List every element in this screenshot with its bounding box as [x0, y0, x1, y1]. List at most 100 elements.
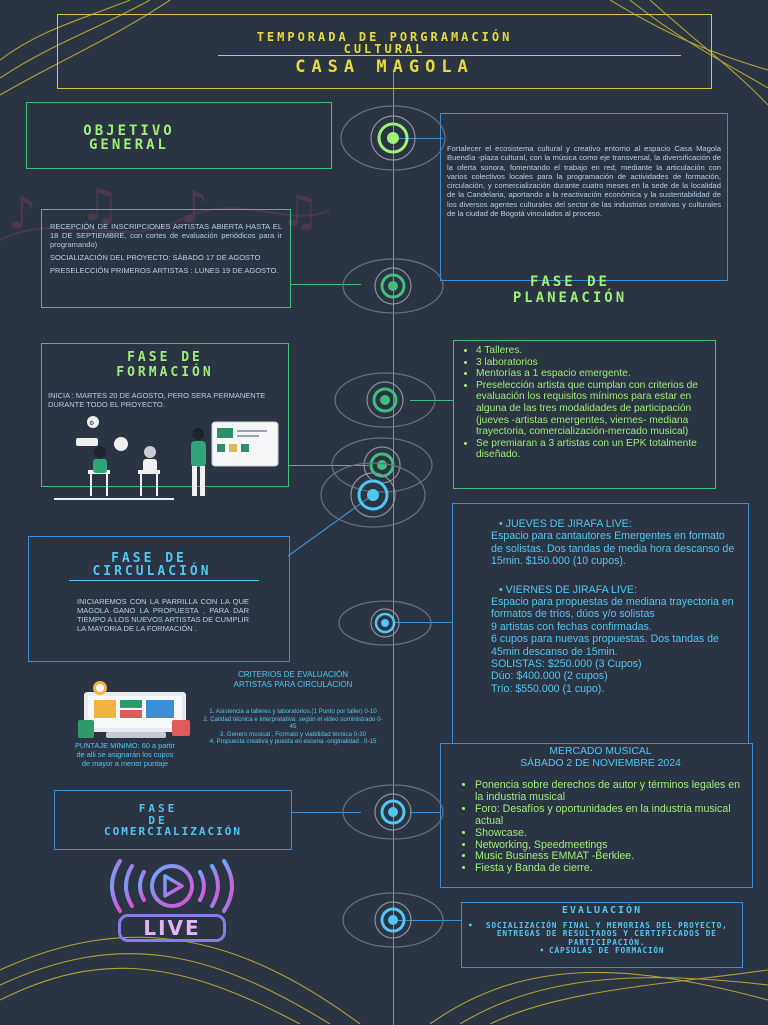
circulacion-title-1: FASE DE: [111, 551, 187, 566]
mercado-item-3: Showcase.: [475, 827, 742, 840]
puntaje-minimo: PUNTAJE MINIMO: 60 a partir de alli se a…: [74, 741, 176, 768]
viernes-line-3: 6 cupos para nuevas propuestas. Dos tand…: [491, 633, 719, 658]
node-jueves: [338, 600, 432, 646]
mercado-item-6: Fiesta y Banda de cierre.: [475, 862, 742, 875]
timeline-line: [393, 70, 394, 1025]
mercado-item-2: Foro: Desafíos y oportunidades en la ind…: [475, 803, 742, 828]
criterios-item-2: 2. Calidad técnica e interpretativa: seg…: [203, 715, 383, 731]
criterios-item-4: 4. Propuesta creativa y puesta en escena…: [209, 738, 377, 746]
evaluacion-bullet-2: •: [539, 945, 546, 955]
planeacion-item-2: SOCIALIZACIÓN DEL PROYECTO: SÁBADO 17 DE…: [50, 253, 261, 262]
formacion-items-list: 4 Talleres. 3 laboratorios Mentorías a 1…: [458, 345, 711, 461]
criterios-title-1: CRITERIOS DE EVALUACIÓN: [237, 670, 349, 679]
mercado-box: MERCADO MUSICAL SÁBADO 2 DE NOVIEMBRE 20…: [440, 743, 753, 888]
objetivo-text: Fortalecer el ecosistema cultural y crea…: [447, 144, 721, 219]
planeacion-item-3: PRESELECCIÓN PRIMEROS ARTISTAS : LUNES 1…: [50, 266, 279, 275]
jirafa-box: • JUEVES DE JIRAFA LIVE: Espacio para ca…: [452, 503, 749, 744]
mercado-items-list: Ponencia sobre derechos de autor y térmi…: [459, 779, 742, 875]
viernes-line-4: SOLISTAS: $250.000 (3 Cupos): [491, 658, 642, 671]
node-comercializacion: [342, 784, 444, 840]
connector-mercado: [410, 812, 440, 813]
viernes-line-6: Trío: $550.000 (1 cupo).: [491, 682, 605, 695]
connector-jueves: [393, 622, 453, 623]
viernes-title: • VIERNES DE JIRAFA LIVE:: [499, 584, 738, 596]
node-circulacion: [320, 462, 426, 528]
jueves-text: Espacio para cantautores Emergentes en f…: [491, 530, 735, 568]
planeacion-title-2: PLANEACIÓN: [512, 290, 628, 306]
evaluacion-item-1-text: SOCIALIZACIÓN FINAL Y MEMORIAS DEL PROYE…: [485, 921, 728, 947]
formacion-item-5: Se premiaran a 3 artistas con un EPK tot…: [476, 438, 711, 461]
criterios-illustration: [78, 681, 190, 738]
mercado-title-1: MERCADO MUSICAL: [549, 746, 652, 757]
connector-comercializacion: [291, 812, 361, 813]
planeacion-item-1: RECEPCIÓN DE INSCRIPCIONES ARTISTAS ABIE…: [50, 222, 282, 249]
live-logo: LIVE: [86, 858, 258, 946]
objetivo-text-box: Fortalecer el ecosistema cultural y crea…: [440, 113, 728, 281]
viernes-bullet: •: [499, 583, 506, 596]
viernes-line-1: Espacio para propuestas de mediana traye…: [491, 596, 734, 621]
comercializacion-title-1: FASE: [138, 802, 178, 815]
jueves-title: • JUEVES DE JIRAFA LIVE:: [499, 518, 738, 530]
formacion-title-1: FASE DE: [127, 350, 203, 365]
formacion-item-2: 3 laboratorios: [476, 357, 711, 369]
jueves-title-text: JUEVES DE JIRAFA LIVE:: [505, 518, 632, 530]
circulacion-divider: [69, 580, 259, 581]
connector-circulacion: [288, 494, 375, 557]
mercado-item-1: Ponencia sobre derechos de autor y térmi…: [475, 779, 742, 804]
criterios-item-3: 3. Genero musical , Formato y viabilidad…: [219, 730, 367, 738]
evaluacion-title: EVALUACIÓN: [561, 905, 643, 916]
mercado-title-2: SÁBADO 2 DE NOVIEMBRE 2024: [520, 758, 681, 769]
live-logo-badge: [118, 914, 226, 942]
evaluacion-item-2: • CÁPSULAS DE FORMACIÓN: [468, 945, 736, 955]
objetivo-title-1: OBJETIVO: [83, 123, 175, 139]
node-formacion: [334, 372, 436, 428]
evaluacion-item-1: • SOCIALIZACIÓN FINAL Y MEMORIAS DEL PRO…: [468, 921, 736, 947]
evaluacion-box: EVALUACIÓN • SOCIALIZACIÓN FINAL Y MEMOR…: [461, 902, 743, 968]
connector-formacion-right: [410, 400, 454, 401]
viernes-title-text: VIERNES DE JIRAFA LIVE:: [505, 583, 637, 596]
formacion-items-box: 4 Talleres. 3 laboratorios Mentorías a 1…: [453, 340, 716, 489]
formacion-item-3: Mentorías a 1 espacio emergente.: [476, 368, 711, 380]
comercializacion-box: FASE DE COMERCIALIZACIÓN: [54, 790, 292, 850]
jueves-bullet: •: [499, 518, 506, 530]
mercado-item-4: Networking, Speedmeetings: [475, 839, 742, 852]
viernes-line-5: Dúo: $400.000 (2 cupos): [491, 670, 608, 683]
formacion-item-1: 4 Talleres.: [476, 345, 711, 357]
evaluacion-bullet-1: •: [468, 921, 474, 930]
formacion-title-2: FORMACIÓN: [116, 365, 214, 380]
node-planeacion: [342, 258, 444, 314]
criterios-block: CRITERIOS DE EVALUACIÓN ARTISTAS PARA CI…: [200, 670, 386, 746]
circulacion-title-2: CIRCULACIÓN: [92, 564, 212, 579]
header-title: CASA MAGOLA: [295, 57, 474, 77]
mercado-item-5: Music Business EMMAT -Berklee.: [475, 851, 742, 863]
criterios-title-2: ARTISTAS PARA CIRCULACION: [233, 680, 353, 689]
connector-objetivo: [393, 138, 443, 139]
formacion-box: FASE DE FORMACIÓN INICIA : MARTES 20 DE …: [41, 343, 289, 500]
formacion-item-4: Preselección artista que cumplan con cri…: [476, 380, 711, 438]
node-objetivo: [340, 105, 446, 171]
connector-evaluacion: [393, 920, 461, 921]
connector-formacion: [289, 465, 369, 466]
viernes-line-2: 9 artistas con fechas confirmadas.: [491, 620, 652, 633]
svg-text:⚙: ⚙: [89, 420, 94, 427]
circulacion-text: INICIAREMOS CON LA PARRILLA CON LA QUE M…: [77, 597, 249, 633]
music-notes-decoration: ♪ ♫ ♪ ♫: [0, 180, 330, 260]
formacion-text: INICIA : MARTES 20 DE AGOSTO, PERO SERA …: [48, 391, 266, 409]
header-box: TEMPORADA DE PORGRAMACIÓN CULTURAL CASA …: [57, 14, 712, 89]
objetivo-title-box: OBJETIVO GENERAL: [26, 102, 332, 169]
planeacion-title-1: FASE DE: [529, 274, 610, 290]
criterios-item-1: 1. Asistencia a talleres y laboratorios.…: [209, 708, 377, 715]
circulacion-box: FASE DE CIRCULACIÓN INICIAREMOS CON LA P…: [28, 536, 290, 662]
comercializacion-title-2: DE: [148, 814, 168, 827]
evaluacion-item-2-text: CÁPSULAS DE FORMACIÓN: [549, 945, 665, 955]
objetivo-title-2: GENERAL: [88, 137, 169, 153]
header-line2: CULTURAL: [343, 42, 426, 56]
planeacion-items-box: RECEPCIÓN DE INSCRIPCIONES ARTISTAS ABIE…: [41, 209, 291, 308]
comercializacion-title-3: COMERCIALIZACIÓN: [104, 825, 242, 838]
node-evaluacion: [342, 892, 444, 948]
header-line1: TEMPORADA DE PORGRAMACIÓN: [256, 30, 513, 44]
header-divider: [218, 55, 681, 56]
formacion-illustration: ⚙: [54, 416, 279, 500]
live-logo-icon: [110, 859, 234, 913]
connector-planeacion: [291, 284, 361, 285]
